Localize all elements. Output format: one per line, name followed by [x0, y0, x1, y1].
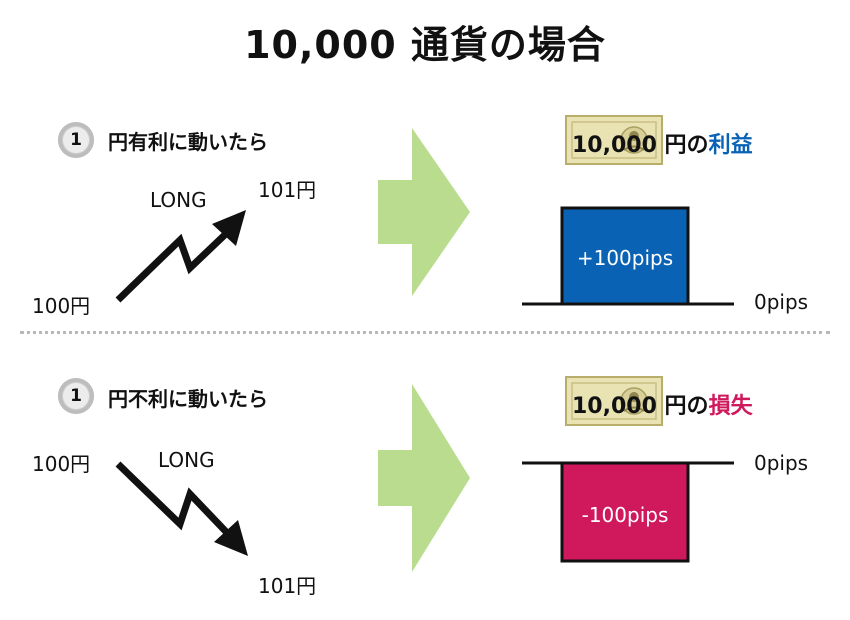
bar-value-label: +100pips — [576, 246, 674, 270]
result-heading: 10,000 円の利益 — [572, 127, 753, 159]
banknote-icon — [565, 115, 663, 165]
zigzag-up-arrow-icon — [115, 210, 246, 303]
baseline-label: 0pips — [754, 290, 809, 314]
position-label: LONG — [158, 448, 215, 472]
step-number-badge: 1 — [58, 122, 94, 158]
baseline-label: 0pips — [754, 451, 809, 475]
transition-arrow-icon — [378, 128, 470, 296]
loss-bar — [560, 461, 690, 563]
bar-value-label: -100pips — [581, 503, 669, 527]
result-word-loss: 損失 — [708, 394, 753, 419]
step-number: 1 — [63, 127, 89, 153]
banknote-icon — [565, 376, 663, 426]
scenario-label: 円不利に動いたら — [108, 387, 268, 411]
step-number: 1 — [63, 383, 89, 409]
page-title: 10,000 通貨の場合 — [244, 23, 606, 67]
result-word-profit: 利益 — [708, 133, 753, 158]
result-amount: 10,000 円の — [572, 394, 709, 419]
position-label: LONG — [150, 188, 207, 212]
result-amount: 10,000 円の — [572, 133, 709, 158]
step-number-badge: 1 — [58, 378, 94, 414]
start-price-label: 100円 — [32, 452, 91, 476]
scenario-label: 円有利に動いたら — [108, 130, 268, 154]
profit-bar — [560, 206, 690, 306]
start-price-label: 100円 — [32, 294, 91, 318]
end-price-label: 101円 — [258, 574, 317, 598]
result-heading: 10,000 円の損失 — [572, 388, 753, 420]
section-divider — [20, 331, 830, 334]
zigzag-down-arrow-icon — [115, 461, 248, 556]
transition-arrow-icon — [378, 384, 470, 572]
end-price-label: 101円 — [258, 178, 317, 202]
